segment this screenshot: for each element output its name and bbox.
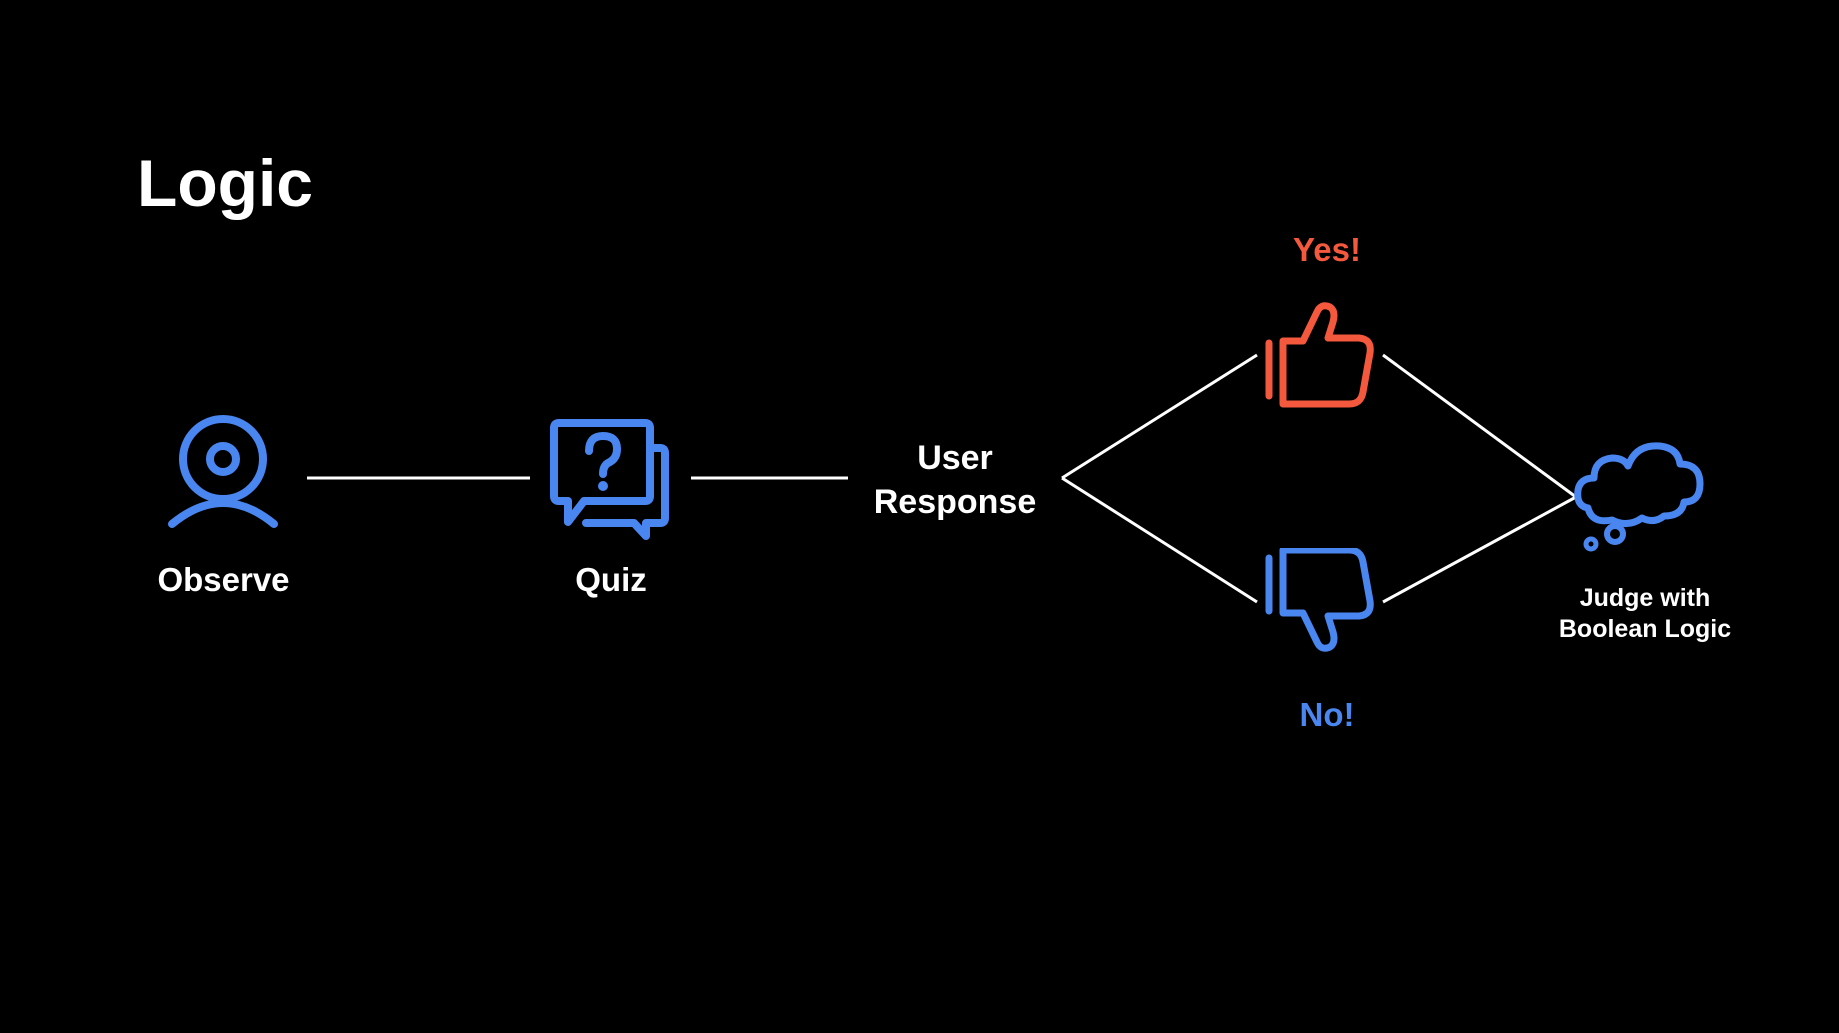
thumbs-up-icon xyxy=(1265,302,1374,408)
connector-no-judge xyxy=(1382,495,1577,604)
connector-yes-judge xyxy=(1382,353,1577,499)
webcam-user-icon xyxy=(168,415,278,528)
judge-label: Judge with Boolean Logic xyxy=(1540,583,1750,646)
thought-cloud-icon xyxy=(1574,442,1704,552)
thumbs-down-icon xyxy=(1265,548,1374,652)
judge-line2: Boolean Logic xyxy=(1558,615,1732,644)
user-response-label: User Response xyxy=(845,436,1065,524)
user-response-line1: User xyxy=(917,439,993,477)
observe-label: Observe xyxy=(157,561,290,598)
connector-response-no xyxy=(1061,476,1258,604)
connector-response-yes xyxy=(1061,353,1258,480)
quiz-label: Quiz xyxy=(575,561,647,598)
yes-label: Yes! xyxy=(1293,231,1361,268)
user-response-line2: Response xyxy=(873,483,1037,522)
slide-title: Logic xyxy=(137,146,313,220)
judge-line1: Judge with xyxy=(1579,584,1711,612)
question-chat-icon xyxy=(550,419,669,540)
no-label: No! xyxy=(1299,696,1355,733)
